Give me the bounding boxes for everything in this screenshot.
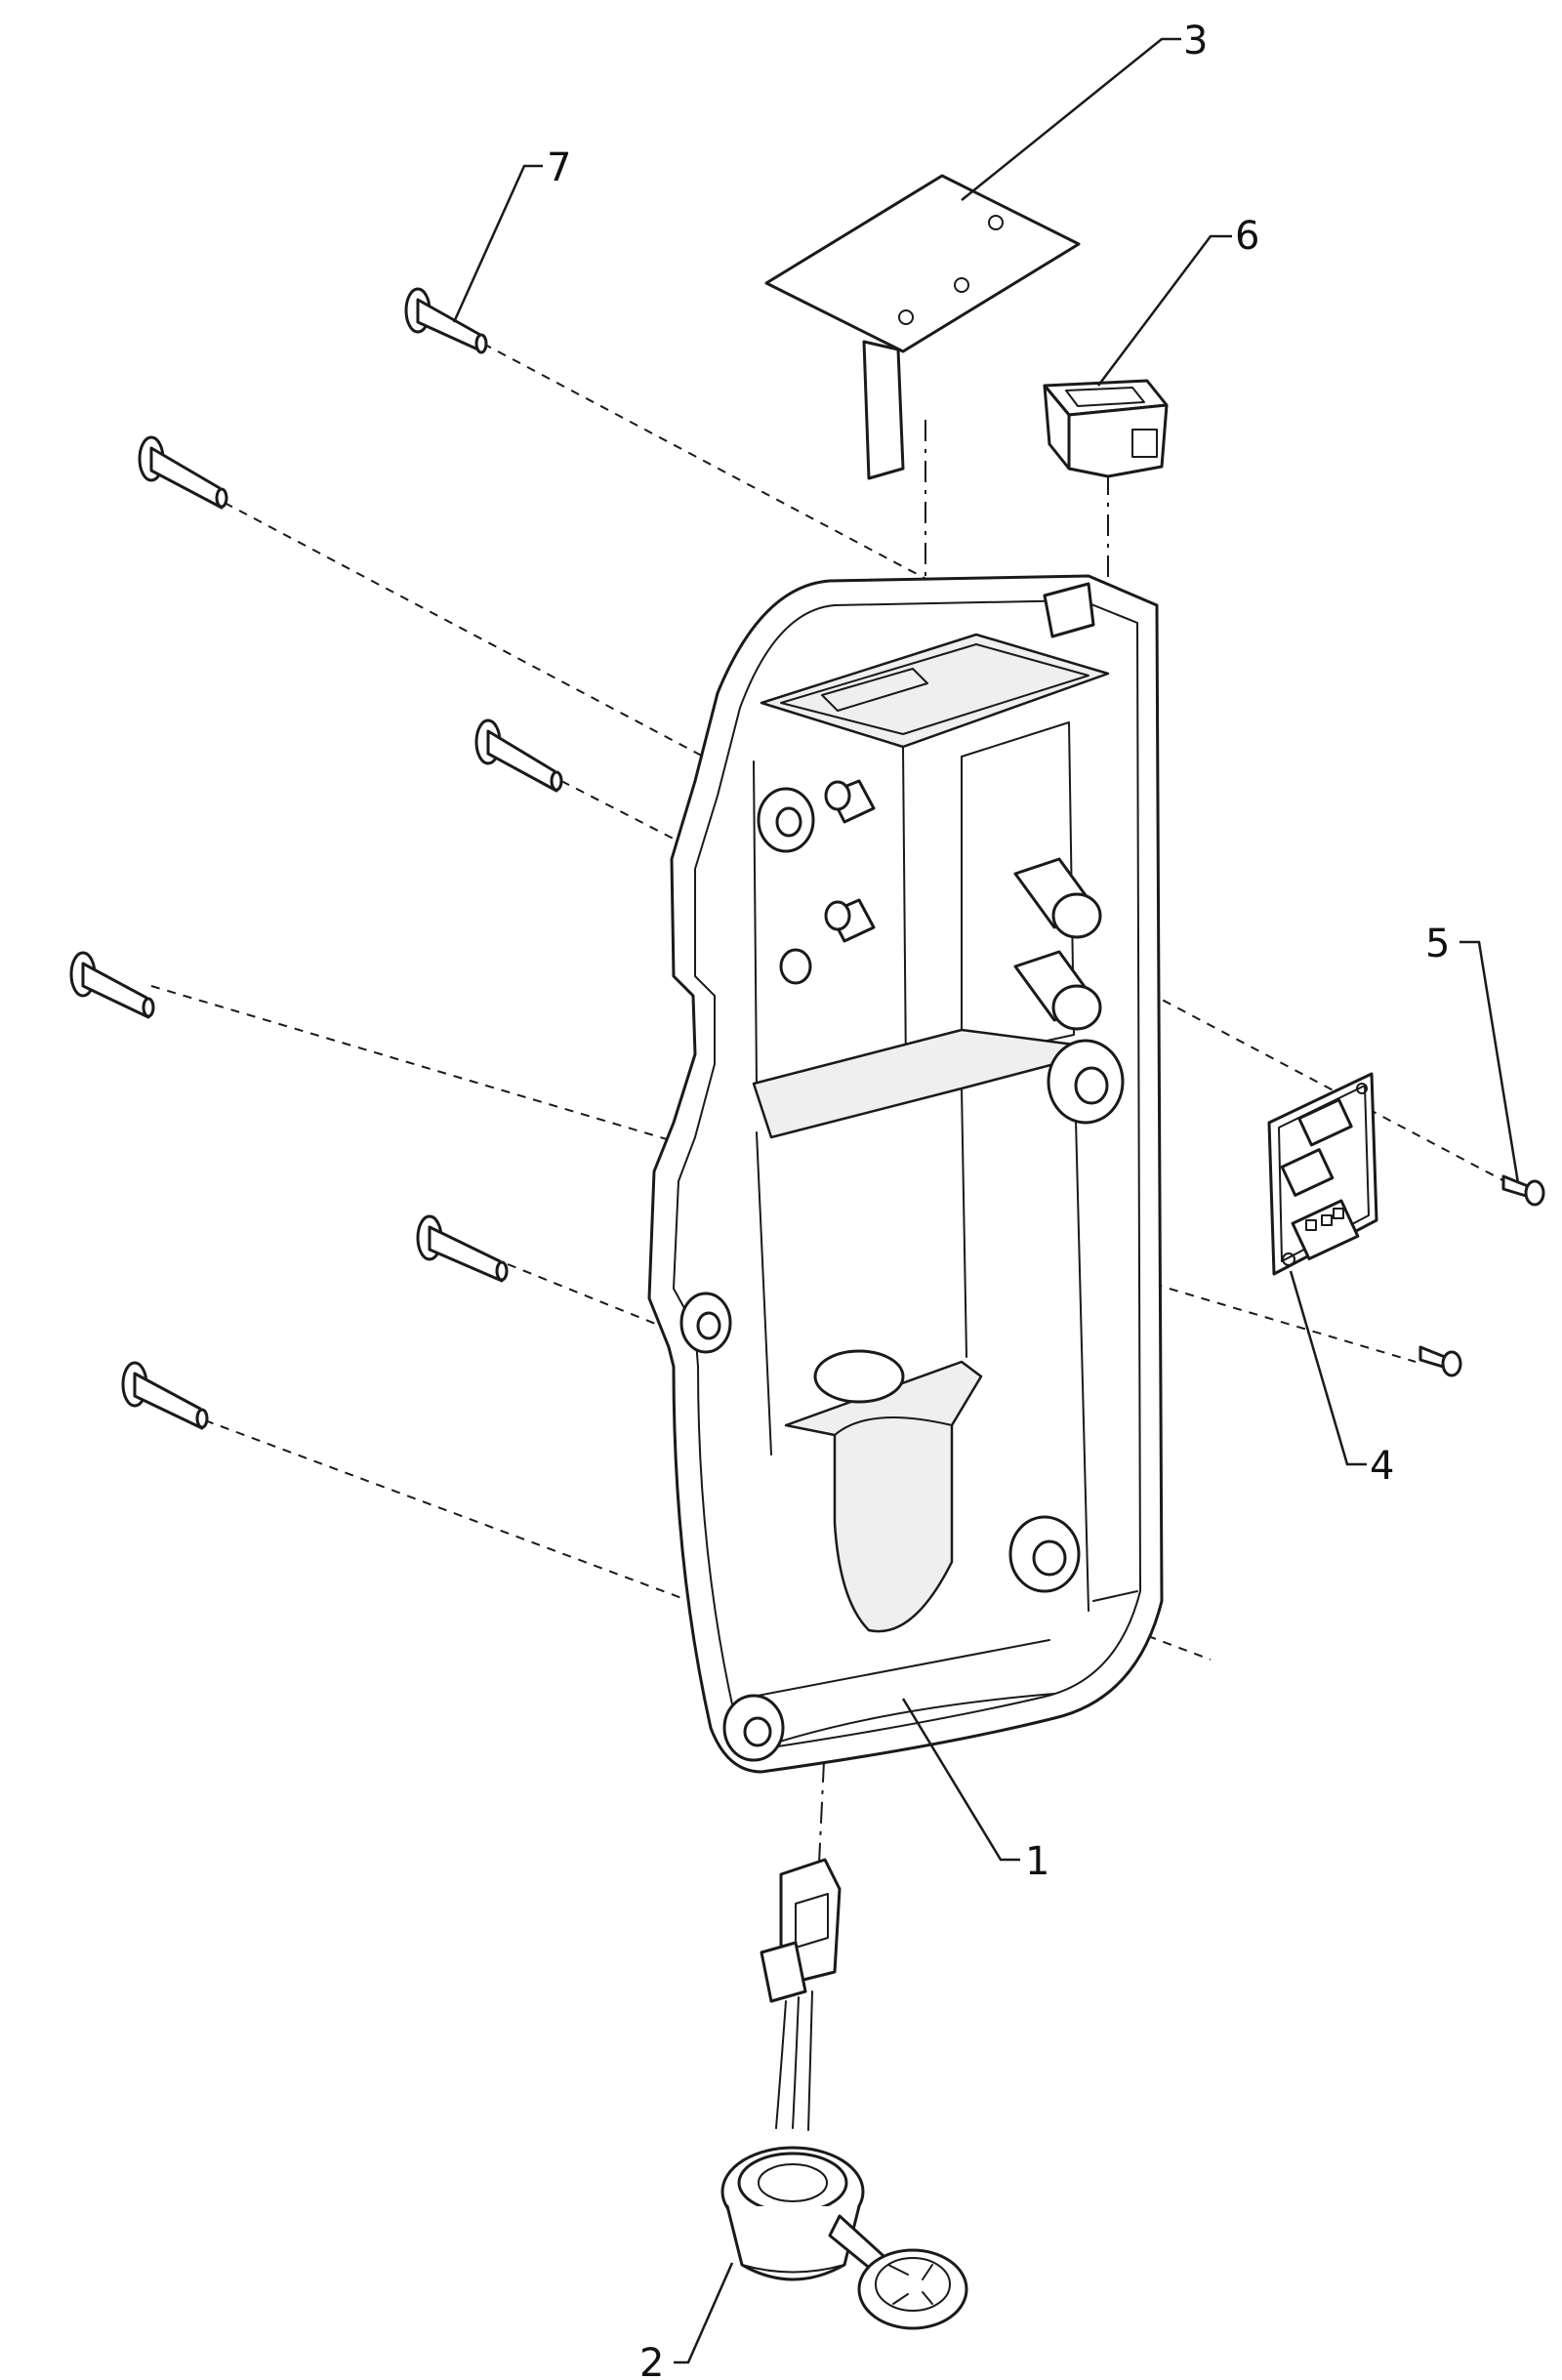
housing-part-1	[647, 574, 1164, 1774]
screw-upper-left	[138, 435, 228, 510]
label-plate-part-3	[764, 174, 1081, 480]
callout-4: 4	[1370, 1444, 1394, 1489]
boss-bottom-right	[1008, 1515, 1081, 1593]
callout-5: 5	[1425, 922, 1450, 966]
small-screw-part-5	[1501, 1174, 1545, 1207]
small-screw-lower	[1418, 1345, 1462, 1377]
boss-bottom-left	[722, 1694, 785, 1762]
callout-3: 3	[1183, 19, 1208, 63]
boss-left-mid	[779, 948, 812, 985]
screw-7-top	[404, 287, 488, 354]
boss-pin-2	[824, 898, 876, 943]
callout-7: 7	[547, 145, 571, 190]
housing-bosses	[679, 779, 1125, 1762]
circuit-board-part-4	[1267, 1072, 1378, 1276]
screw-middle-left	[474, 718, 563, 793]
boss-right-upper	[1013, 857, 1102, 939]
boss-pin-1	[824, 779, 876, 824]
callout-6: 6	[1235, 214, 1259, 259]
boss-left-lower	[679, 1292, 732, 1354]
callout-2: 2	[639, 2341, 664, 2380]
boss-top-left	[757, 787, 815, 853]
callout-labels: 1 2 3 4 5 6 7	[547, 19, 1450, 2380]
connector-part-2	[720, 1858, 968, 2330]
boss-right-mid	[1047, 1039, 1125, 1125]
switch-part-6	[1043, 379, 1169, 478]
screw-lower-mid	[416, 1214, 509, 1283]
boss-right-lower	[1013, 950, 1102, 1031]
screw-bottom-left	[121, 1361, 209, 1430]
callout-1: 1	[1025, 1839, 1049, 1884]
screw-long-left	[69, 951, 155, 1019]
leader-lines	[452, 37, 1520, 2364]
